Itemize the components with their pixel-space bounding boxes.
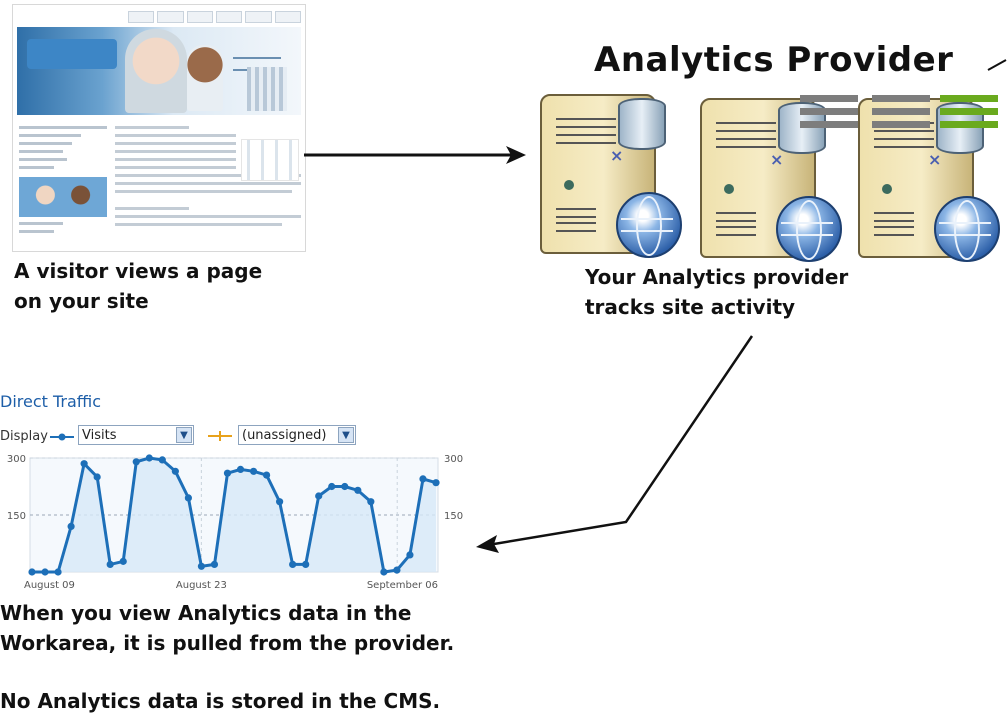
arrow-to-workarea bbox=[476, 335, 754, 553]
staff-photo bbox=[19, 177, 107, 217]
server-1: × bbox=[540, 88, 685, 258]
y-tick-label-left: 150 bbox=[7, 511, 26, 522]
provider-caption-line-2: tracks site activity bbox=[585, 295, 796, 319]
data-point bbox=[67, 522, 75, 530]
data-point bbox=[54, 568, 62, 576]
chevron-down-icon[interactable]: ▼ bbox=[338, 427, 354, 443]
data-point bbox=[236, 465, 245, 473]
data-point bbox=[80, 460, 88, 468]
data-point bbox=[223, 469, 232, 477]
provider-caption-line-1: Your Analytics provider bbox=[585, 265, 849, 289]
data-point bbox=[419, 475, 427, 483]
workarea-caption-line-2: Workarea, it is pulled from the provider… bbox=[0, 631, 455, 655]
database-icon bbox=[618, 98, 666, 150]
data-point bbox=[249, 467, 258, 475]
data-point bbox=[262, 471, 271, 479]
provider-arrow-fragment bbox=[987, 59, 1007, 71]
server-group: × × × bbox=[540, 88, 1006, 262]
data-point bbox=[302, 560, 310, 568]
y-tick-label-right: 300 bbox=[444, 454, 463, 465]
data-point bbox=[119, 557, 127, 565]
site-nav bbox=[128, 11, 301, 23]
site-content bbox=[115, 121, 301, 245]
data-bars-icon bbox=[872, 95, 930, 134]
workarea-caption: When you view Analytics data in the Work… bbox=[0, 598, 454, 658]
globe-icon bbox=[616, 192, 682, 258]
provider-caption: Your Analytics provider tracks site acti… bbox=[585, 262, 848, 322]
data-point bbox=[28, 568, 36, 576]
y-tick-label-right: 150 bbox=[444, 511, 463, 522]
data-point bbox=[158, 456, 166, 464]
workarea-caption-line-1: When you view Analytics data in the bbox=[0, 601, 412, 625]
globe-icon bbox=[776, 196, 842, 262]
data-point bbox=[210, 560, 219, 568]
doctor-photo-2 bbox=[187, 45, 223, 111]
metric-select-value: Visits bbox=[82, 428, 117, 443]
display-label: Display bbox=[0, 429, 48, 444]
chevron-down-icon[interactable]: ▼ bbox=[176, 427, 192, 443]
staff-group-photo bbox=[241, 139, 299, 181]
provider-title: Analytics Provider bbox=[594, 40, 954, 80]
data-point bbox=[328, 482, 336, 491]
data-bars-icon bbox=[800, 95, 858, 134]
data-point bbox=[380, 568, 388, 576]
data-point bbox=[276, 498, 284, 506]
data-point bbox=[432, 479, 440, 487]
chart-title: Direct Traffic bbox=[0, 392, 102, 411]
segment-select-value: (unassigned) bbox=[242, 428, 327, 443]
x-tick-label: August 23 bbox=[176, 580, 227, 591]
data-point bbox=[393, 566, 401, 574]
visitor-caption: A visitor views a page on your site bbox=[14, 256, 262, 316]
data-point bbox=[184, 494, 192, 502]
site-logo bbox=[27, 39, 117, 69]
data-point bbox=[93, 473, 101, 481]
data-point bbox=[106, 560, 114, 568]
data-point bbox=[132, 458, 140, 466]
data-point bbox=[145, 454, 153, 462]
arrow-to-provider bbox=[304, 146, 526, 164]
x-tick-label: September 06 bbox=[367, 580, 438, 591]
visitor-caption-line-1: A visitor views a page bbox=[14, 259, 263, 283]
visits-legend-marker bbox=[50, 433, 74, 441]
y-tick-label-left: 300 bbox=[7, 454, 26, 465]
segment-legend-marker bbox=[208, 431, 232, 441]
data-point bbox=[406, 551, 414, 559]
cms-caption: No Analytics data is stored in the CMS. bbox=[0, 689, 441, 713]
visitor-caption-line-2: on your site bbox=[14, 289, 149, 313]
building-image bbox=[247, 67, 287, 111]
data-point bbox=[289, 560, 297, 568]
data-point bbox=[171, 467, 179, 475]
metric-select[interactable]: Visits ▼ bbox=[78, 425, 194, 445]
data-point bbox=[367, 498, 375, 506]
segment-select[interactable]: (unassigned) ▼ bbox=[238, 425, 356, 445]
data-bars-icon-active bbox=[940, 95, 998, 134]
data-point bbox=[197, 562, 206, 570]
website-thumbnail bbox=[12, 4, 306, 252]
site-sidebar bbox=[19, 121, 107, 245]
data-point bbox=[315, 492, 323, 500]
doctor-photo bbox=[125, 29, 187, 113]
site-banner bbox=[17, 27, 301, 115]
data-point bbox=[354, 486, 362, 494]
globe-icon bbox=[934, 196, 1000, 262]
x-tick-label: August 09 bbox=[24, 580, 75, 591]
data-point bbox=[41, 568, 49, 576]
data-point bbox=[341, 482, 349, 491]
analytics-chart-panel: Direct Traffic Display Visits ▼ (unassig… bbox=[0, 380, 470, 600]
